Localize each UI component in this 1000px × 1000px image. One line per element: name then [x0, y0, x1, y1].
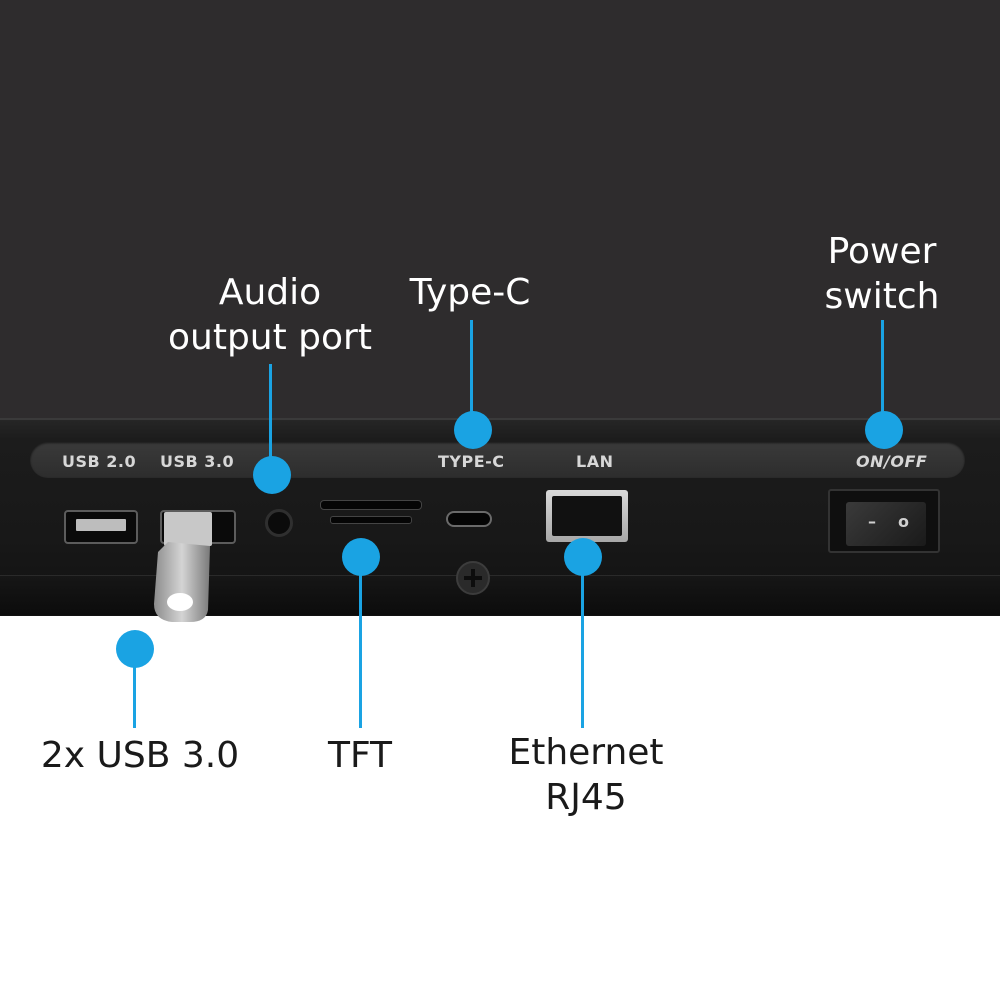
callout-line-power [881, 320, 884, 430]
rj45-port-icon [546, 490, 628, 542]
screw-icon [456, 561, 490, 595]
panel-label-strip [30, 442, 965, 478]
rocker-switch-face [846, 502, 926, 546]
switch-off-symbol: o [898, 512, 909, 531]
callout-ethernet-rj45: Ethernet RJ45 [508, 732, 664, 818]
usb-stick-icon [154, 512, 212, 622]
usb-tongue [76, 519, 126, 531]
label-usb2: USB 2.0 [62, 452, 137, 471]
switch-on-symbol: – [868, 512, 876, 531]
label-lan: LAN [576, 452, 614, 471]
callout-dot-audio [253, 456, 291, 494]
usb-c-port-icon [446, 511, 492, 527]
callout-dot-power [865, 411, 903, 449]
usb-port-icon [64, 510, 138, 544]
label-typec: TYPE-C [438, 452, 505, 471]
callout-type-c: Type-C [409, 272, 531, 313]
callout-dot-ethernet [564, 538, 602, 576]
callout-tft: TFT [327, 735, 393, 776]
callout-line-tft [359, 556, 362, 728]
callout-line-ethernet [581, 556, 584, 728]
label-usb3: USB 3.0 [160, 452, 235, 471]
callout-dot-typec [454, 411, 492, 449]
sd-slot-icon [320, 500, 422, 510]
rj45-port-opening [552, 496, 622, 536]
sd-slot-icon [330, 516, 412, 524]
callout-audio-output-port: Audio output port [168, 272, 372, 358]
callout-power-switch: Power switch [824, 231, 940, 317]
callout-dot-tft [342, 538, 380, 576]
callout-dot-usb [116, 630, 154, 668]
background-top [0, 0, 1000, 420]
callout-usb-3: 2x USB 3.0 [40, 735, 240, 776]
audio-jack-icon [265, 509, 293, 537]
label-onoff: ON/OFF [856, 452, 928, 471]
callout-line-usb [133, 650, 136, 728]
screw-cross-icon [464, 569, 482, 587]
callout-line-audio [269, 364, 272, 474]
callout-line-typec [470, 320, 473, 430]
